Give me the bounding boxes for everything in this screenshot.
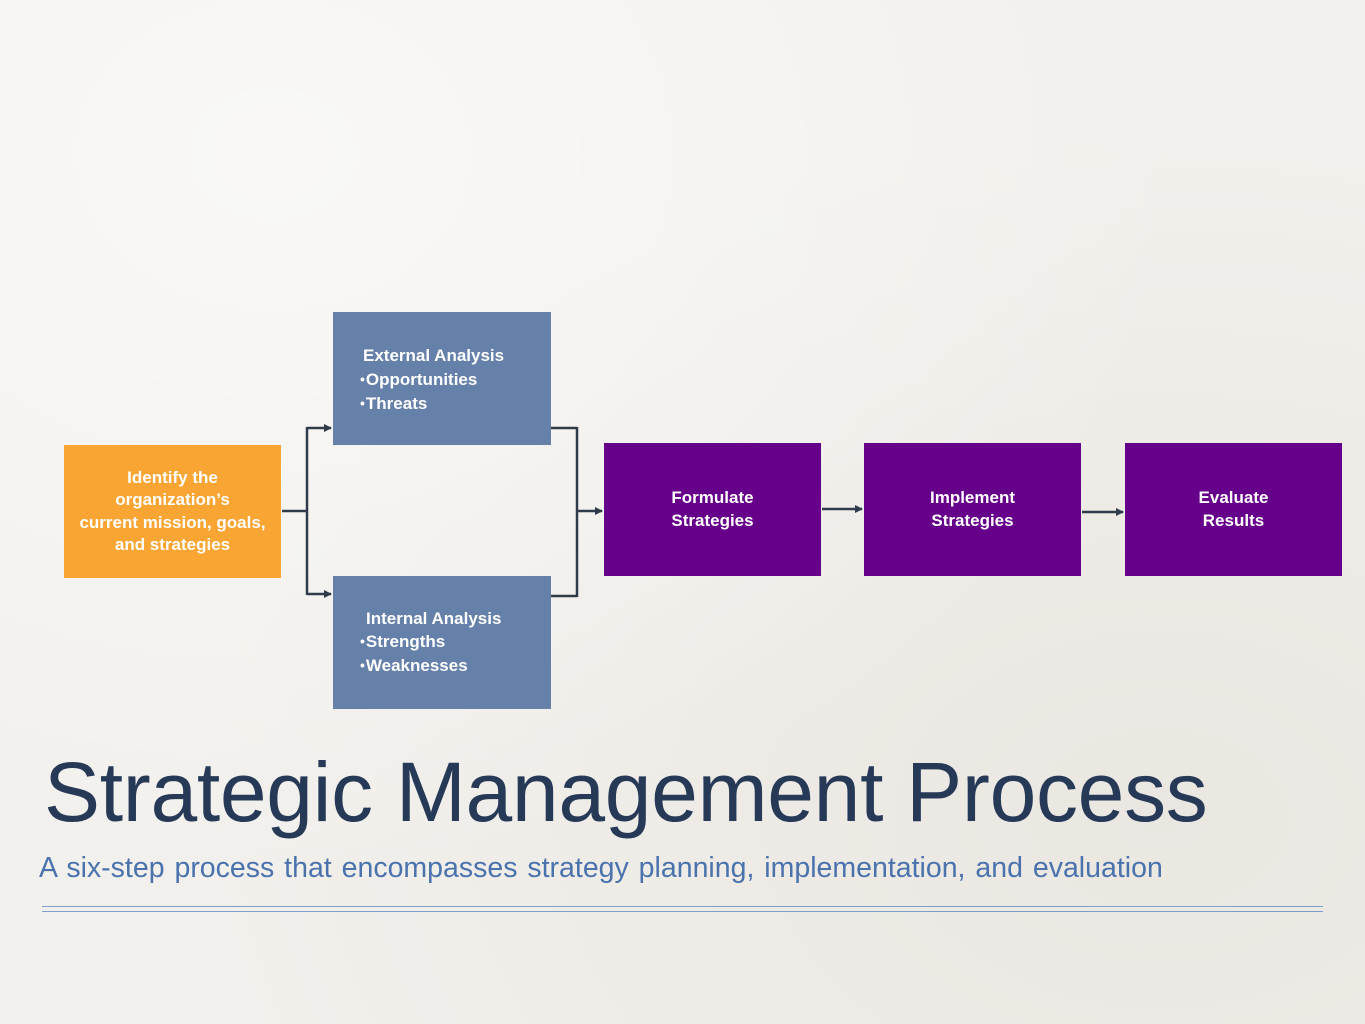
step-evaluate-text: Evaluate Results xyxy=(1199,487,1269,532)
divider-line xyxy=(42,911,1323,912)
step-identify-line: organization’s xyxy=(115,490,230,509)
slide-title: Strategic Management Process xyxy=(44,745,1208,839)
external-analysis-item-label: Threats xyxy=(365,393,428,413)
internal-analysis-item-label: Weaknesses xyxy=(365,655,468,675)
external-analysis-item: •Threats xyxy=(360,392,477,416)
step-identify-line: Identify the xyxy=(127,467,218,487)
divider-line xyxy=(42,906,1323,907)
step-evaluate-line: Results xyxy=(1202,510,1265,530)
bullet-glyph: • xyxy=(360,371,365,387)
external-analysis-title: External Analysis xyxy=(363,346,505,365)
step-internal-analysis: Internal Analysis •Strengths •Weaknesses xyxy=(333,576,551,709)
bullet-glyph: • xyxy=(360,394,365,411)
step-formulate-line: Strategies xyxy=(671,510,754,530)
internal-analysis-item: •Weaknesses xyxy=(360,654,468,678)
bullet-glyph: • xyxy=(360,656,365,673)
step-formulate-text: Formulate Strategies xyxy=(671,487,753,532)
internal-analysis-list: •Strengths •Weaknesses xyxy=(360,630,468,677)
slide-subtitle: A six-step process that encompasses stra… xyxy=(39,852,1163,884)
step-identify-line: and strategies xyxy=(114,535,231,554)
internal-analysis-title: Internal Analysis xyxy=(366,609,502,628)
step-formulate-line: Formulate xyxy=(671,488,754,507)
step-formulate-strategies: Formulate Strategies xyxy=(604,443,821,576)
step-identify-mission: Identify the organization’s current miss… xyxy=(64,445,281,578)
step-implement-text: Implement Strategies xyxy=(930,487,1015,532)
step-identify-line: current mission, goals, xyxy=(79,512,266,532)
step-identify-text: Identify the organization’s current miss… xyxy=(79,467,265,557)
external-analysis-item-label: Opportunities xyxy=(365,370,478,389)
step-implement-line: Strategies xyxy=(931,510,1014,530)
bullet-glyph: • xyxy=(360,633,365,649)
step-implement-line: Implement xyxy=(929,488,1016,507)
external-analysis-item: •Opportunities xyxy=(360,368,477,392)
step-evaluate-results: Evaluate Results xyxy=(1125,443,1342,576)
step-external-analysis: External Analysis •Opportunities •Threat… xyxy=(333,312,551,445)
external-analysis-list: •Opportunities •Threats xyxy=(360,368,477,415)
step-evaluate-line: Evaluate xyxy=(1198,488,1269,507)
step-implement-strategies: Implement Strategies xyxy=(864,443,1081,576)
internal-analysis-item-label: Strengths xyxy=(365,632,446,651)
internal-analysis-item: •Strengths xyxy=(360,630,468,654)
